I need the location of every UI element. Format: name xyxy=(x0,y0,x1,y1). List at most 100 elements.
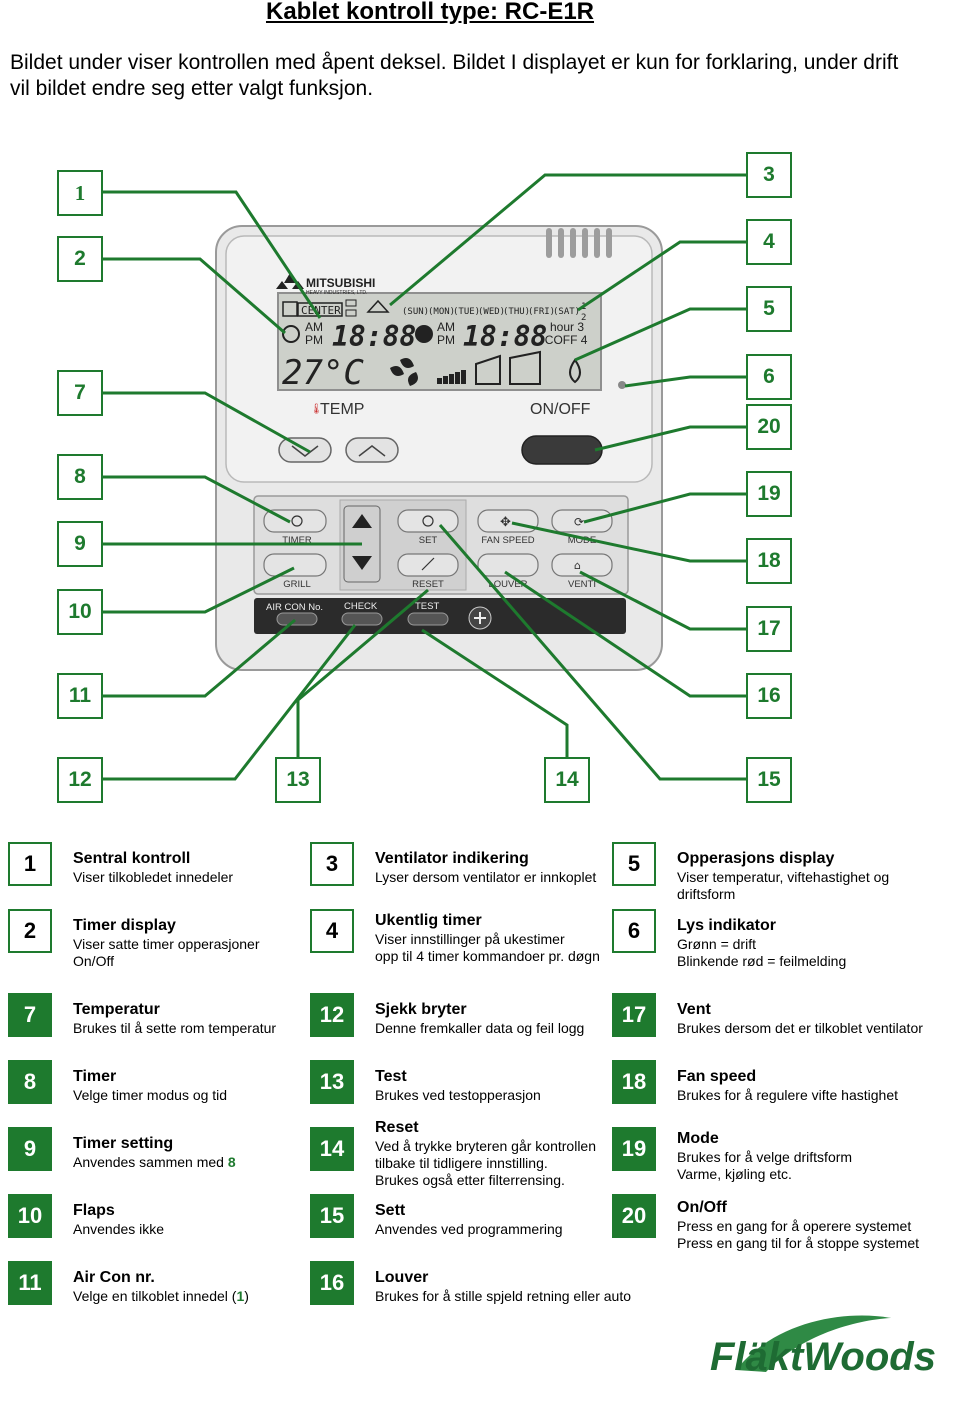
svg-text:18:88: 18:88 xyxy=(463,320,547,353)
svg-text:(WED): (WED) xyxy=(478,307,505,317)
callout-19: 19 xyxy=(746,471,792,517)
svg-text:AIR CON No.: AIR CON No. xyxy=(266,602,323,613)
legend-desc-2a: Viser satte timer opperasjoner xyxy=(73,936,260,952)
legend-num-5: 5 xyxy=(612,842,656,886)
legend-num-8: 8 xyxy=(8,1060,52,1104)
callout-2: 2 xyxy=(57,236,103,282)
legend-title-14: Reset xyxy=(375,1119,419,1136)
legend-num-18: 18 xyxy=(612,1060,656,1104)
legend-num-13: 13 xyxy=(310,1060,354,1104)
legend-title-19: Mode xyxy=(677,1130,719,1147)
svg-text:⌂: ⌂ xyxy=(574,559,581,572)
svg-text:CENTER: CENTER xyxy=(301,304,341,317)
svg-text:TEST: TEST xyxy=(415,601,439,612)
svg-text:(SAT): (SAT) xyxy=(553,307,580,317)
legend-desc-19b: Varme, kjøling etc. xyxy=(677,1166,792,1182)
callout-12: 12 xyxy=(57,757,103,803)
svg-text:TEMP: TEMP xyxy=(320,401,364,418)
legend-title-8: Timer xyxy=(73,1068,117,1085)
legend-title-5: Opperasjons display xyxy=(677,850,835,867)
legend-title-1: Sentral kontroll xyxy=(73,850,191,867)
svg-text:AM: AM xyxy=(305,320,323,334)
intro-text: Bildet under viser kontrollen med åpent … xyxy=(10,51,899,100)
legend-desc-2b: On/Off xyxy=(73,953,114,969)
svg-text:(THU): (THU) xyxy=(503,307,530,317)
callout-13: 13 xyxy=(275,757,321,803)
svg-text:27°C: 27°C xyxy=(282,353,364,393)
legend-desc-6a: Grønn = drift xyxy=(677,936,756,952)
svg-text:MODE: MODE xyxy=(568,535,597,546)
legend-desc-14b: tilbake til tidligere innstilling. xyxy=(375,1155,548,1171)
legend-desc-10: Anvendes ikke xyxy=(73,1221,165,1237)
callout-7: 7 xyxy=(57,370,103,416)
svg-text:(SUN): (SUN) xyxy=(402,307,429,317)
legend-title-12: Sjekk bryter xyxy=(375,1001,467,1018)
legend-num-1: 1 xyxy=(8,842,52,886)
legend-num-20: 20 xyxy=(612,1194,656,1238)
legend-desc-14c: Brukes også etter filterrensing. xyxy=(375,1172,565,1188)
legend-title-4: Ukentlig timer xyxy=(375,912,482,929)
legend-num-14: 14 xyxy=(310,1127,354,1171)
svg-text:RESET: RESET xyxy=(412,579,444,590)
legend-desc-5b: driftsform xyxy=(677,886,736,902)
callout-10: 10 xyxy=(57,589,103,635)
legend-title-9: Timer setting xyxy=(73,1135,174,1152)
legend-num-19: 19 xyxy=(612,1127,656,1171)
btn-label-timer: TIMER xyxy=(282,535,312,546)
svg-text:✥: ✥ xyxy=(500,515,511,530)
legend-desc-15: Anvendes ved programmering xyxy=(375,1221,563,1237)
svg-text:(FRI): (FRI) xyxy=(528,307,555,317)
svg-text:VENTI: VENTI xyxy=(568,579,596,590)
callout-18: 18 xyxy=(746,538,792,584)
svg-text:HEAVY INDUSTRIES, LTD.: HEAVY INDUSTRIES, LTD. xyxy=(306,290,367,296)
callout-17: 17 xyxy=(746,606,792,652)
legend-num-17: 17 xyxy=(612,993,656,1037)
legend-desc-9-text: Anvendes sammen med xyxy=(73,1154,228,1170)
legend-desc-4a: Viser innstillinger på ukestimer xyxy=(375,931,565,947)
legend-desc-11-text: Velge en tilkoblet innedel ( xyxy=(73,1288,237,1304)
legend-desc-14a: Ved å trykke bryteren går kontrollen xyxy=(375,1138,597,1154)
legend-num-2: 2 xyxy=(8,909,52,953)
svg-text:°COFF 4: °COFF 4 xyxy=(540,333,588,347)
legend-desc-7: Brukes til å sette rom temperatur xyxy=(73,1020,277,1036)
legend-desc-9: Anvendes sammen med 8 xyxy=(73,1154,236,1171)
legend-desc-11: Velge en tilkoblet innedel (1) xyxy=(73,1288,249,1305)
legend-desc-6b: Blinkende rød = feilmelding xyxy=(677,953,847,969)
legend-num-6: 6 xyxy=(612,909,656,953)
legend-desc-20b: Press en gang til for å stoppe systemet xyxy=(677,1235,920,1251)
svg-text:PM: PM xyxy=(437,333,455,347)
legend-title-13: Test xyxy=(375,1068,407,1085)
flaktwoods-logo: FläktWoods xyxy=(710,1315,936,1379)
legend-num-9: 9 xyxy=(8,1127,52,1171)
callout-8: 8 xyxy=(57,454,103,500)
legend-desc-20a: Press en gang for å operere systemet xyxy=(677,1218,912,1234)
legend-title-10: Flaps xyxy=(73,1202,115,1219)
callout-1: 1 xyxy=(57,170,103,216)
legend-desc-1: Viser tilkobledet innedeler xyxy=(73,869,234,885)
legend-title-3: Ventilator indikering xyxy=(375,850,529,867)
legend-num-10: 10 xyxy=(8,1194,52,1238)
legend-title-6: Lys indikator xyxy=(677,917,776,934)
controller-diagram: MITSUBISHI HEAVY INDUSTRIES, LTD. CENTER… xyxy=(103,173,747,781)
legend-desc-17: Brukes dersom det er tilkoblet ventilato… xyxy=(677,1020,923,1036)
legend-desc-19a: Brukes for å velge driftsform xyxy=(677,1149,853,1165)
callout-5: 5 xyxy=(746,286,792,332)
svg-text:CHECK: CHECK xyxy=(344,601,378,612)
legend-desc-4b: opp til 4 timer kommandoer pr. døgn xyxy=(375,948,600,964)
callout-9: 9 xyxy=(57,521,103,567)
legend-desc-13: Brukes ved testopperasjon xyxy=(375,1087,541,1103)
svg-text:GRILL: GRILL xyxy=(283,579,310,590)
legend-num-11: 11 xyxy=(8,1261,52,1305)
svg-text:SET: SET xyxy=(419,535,438,546)
legend-desc-18: Brukes for å regulere vifte hastighet xyxy=(677,1087,899,1103)
legend-num-4: 4 xyxy=(310,909,354,953)
legend-title-15: Sett xyxy=(375,1202,406,1219)
svg-text:2: 2 xyxy=(581,313,586,323)
legend-title-11: Air Con nr. xyxy=(73,1269,155,1286)
legend-ref-1: 1 xyxy=(236,1288,245,1304)
legend-num-12: 12 xyxy=(310,993,354,1037)
legend-ref-8: 8 xyxy=(227,1154,236,1170)
svg-text:hour 3: hour 3 xyxy=(550,320,584,334)
svg-text:PM: PM xyxy=(305,333,323,347)
brand-text: MITSUBISHI xyxy=(306,276,375,290)
